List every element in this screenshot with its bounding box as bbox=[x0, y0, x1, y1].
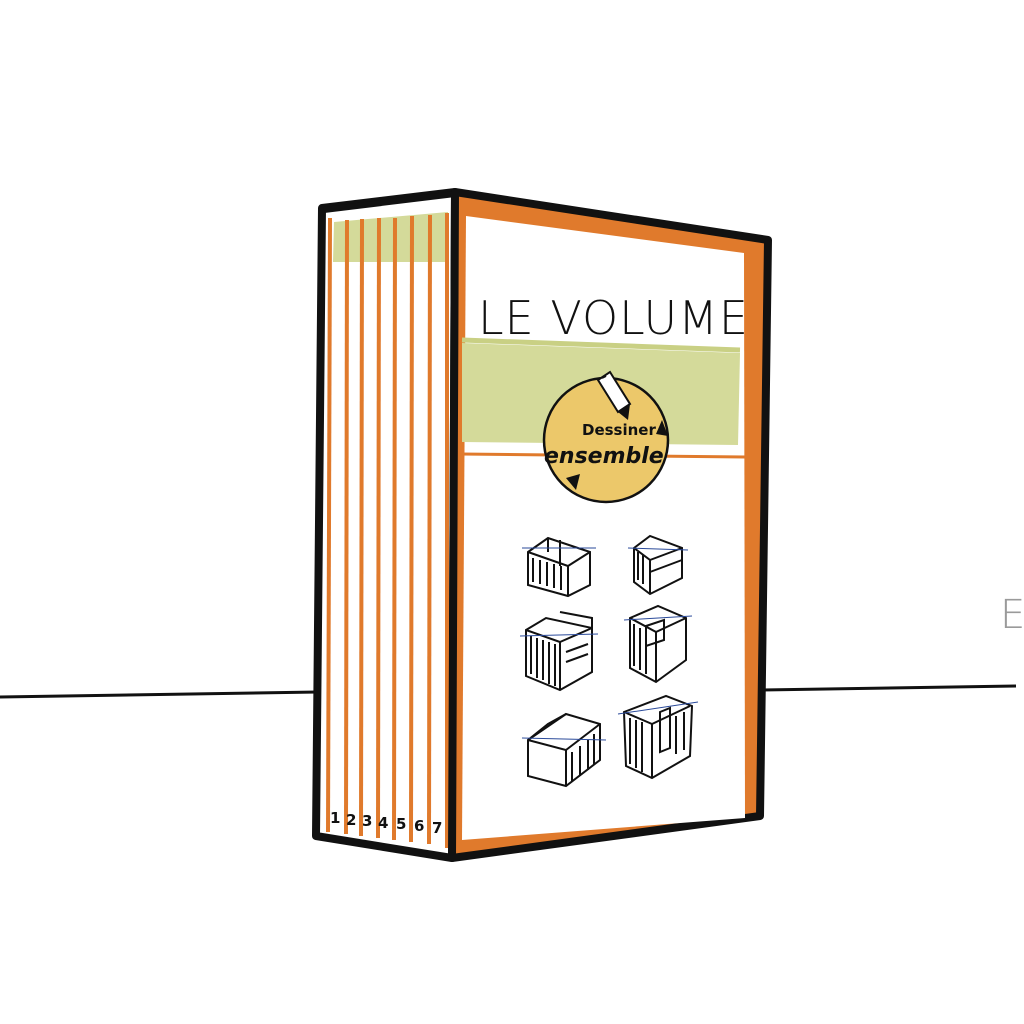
box-spine bbox=[312, 188, 459, 862]
spine-number: 5 bbox=[396, 815, 406, 833]
spine-number: 6 bbox=[414, 817, 424, 835]
circular-arrows-icon bbox=[566, 420, 668, 490]
edge-letter: E bbox=[1000, 592, 1024, 638]
sketch-block-4 bbox=[623, 604, 693, 684]
logo-line1: Dessiner bbox=[582, 421, 656, 439]
dessiner-ensemble-logo: Dessiner ensemble bbox=[542, 370, 670, 504]
sketch-block-6 bbox=[617, 694, 699, 780]
sketch-block-5 bbox=[521, 712, 607, 788]
pencil-icon bbox=[596, 370, 632, 420]
sketch-block-3 bbox=[519, 611, 599, 692]
ground-line-left bbox=[0, 690, 319, 699]
spine-number: 7 bbox=[432, 819, 442, 837]
spine-number: 3 bbox=[362, 812, 372, 830]
spine-number: 1 bbox=[330, 809, 340, 827]
spine-number: 2 bbox=[346, 811, 356, 829]
spine-number: 4 bbox=[378, 814, 388, 832]
cover-title: LE VOLUME bbox=[478, 291, 749, 345]
isometric-block-sketches bbox=[519, 534, 699, 788]
sketch-block-1 bbox=[522, 536, 596, 598]
sketch-block-2 bbox=[627, 534, 689, 596]
spine-numbers: 1 2 3 4 5 6 7 bbox=[330, 809, 442, 837]
ground-line-right bbox=[761, 684, 1017, 692]
logo-line2: ensemble bbox=[544, 444, 664, 469]
